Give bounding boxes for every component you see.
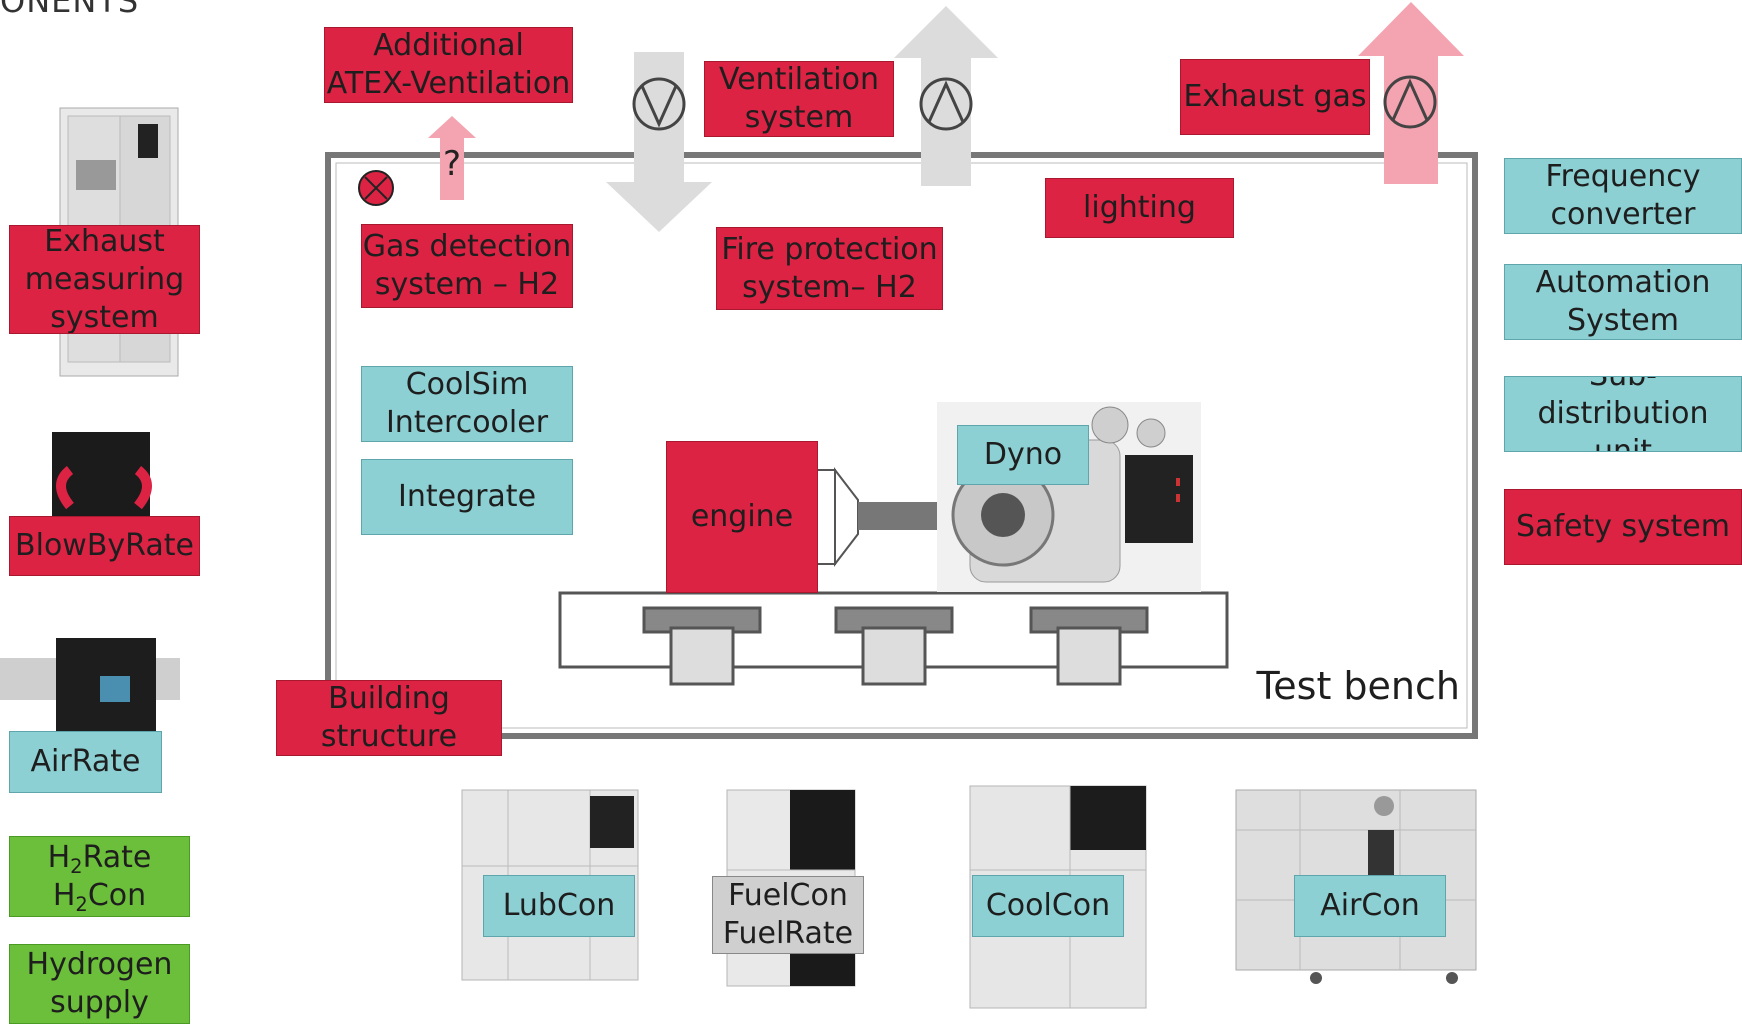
blowbyrate-device-image <box>52 432 152 520</box>
h2con-label: H2Con <box>52 877 147 916</box>
subdistribution-unit-box: Sub- distribution unit <box>1504 376 1742 452</box>
safety-system-box: Safety system <box>1504 489 1742 565</box>
fan-icon-ventilation-in <box>632 77 686 131</box>
aircon-cabinet-image <box>1235 789 1477 984</box>
coupling-shaft <box>816 467 944 567</box>
test-bench-room-outline <box>325 152 1478 739</box>
alarm-x-icon <box>358 170 394 206</box>
exhaust-measuring-box: Exhaust measuring system <box>9 225 200 334</box>
fuelcon-fuelrate-box: FuelCon FuelRate <box>712 876 864 954</box>
coolsim-intercooler-box: CoolSim Intercooler <box>361 366 573 442</box>
exhaust-gas-box: Exhaust gas <box>1180 59 1370 135</box>
atex-question-mark: ? <box>442 144 462 184</box>
ventilation-out-arrow-icon <box>894 6 998 186</box>
airrate-box: AirRate <box>9 731 162 793</box>
blowbyrate-box: BlowByRate <box>9 516 200 576</box>
ventilation-system-box: Ventilation system <box>704 61 894 137</box>
frequency-converter-box: Frequency converter <box>1504 158 1742 234</box>
airrate-device-image <box>0 638 180 732</box>
section-heading: ONENTS <box>0 0 140 20</box>
lighting-box: lighting <box>1045 178 1234 238</box>
bench-base <box>558 591 1229 686</box>
test-bench-title: Test bench <box>1256 664 1460 708</box>
ventilation-in-arrow-icon <box>606 52 712 232</box>
fan-icon-ventilation-out <box>919 77 973 131</box>
engine-block: engine <box>666 441 818 593</box>
fire-protection-box: Fire protection system– H2 <box>716 227 943 310</box>
lubcon-box: LubCon <box>483 875 635 937</box>
atex-ventilation-box: Additional ATEX-Ventilation <box>324 27 573 103</box>
fan-icon-exhaust <box>1383 75 1437 129</box>
building-structure-box: Building structure <box>276 680 502 756</box>
h2rate-h2con-box: H2Rate H2Con <box>9 836 190 917</box>
hydrogen-supply-box: Hydrogen supply <box>9 944 190 1024</box>
aircon-box: AirCon <box>1294 875 1446 937</box>
coolcon-box: CoolCon <box>972 875 1124 937</box>
dyno-box: Dyno <box>957 425 1089 485</box>
integrate-box: Integrate <box>361 459 573 535</box>
h2rate-label: H2Rate <box>47 839 152 878</box>
automation-system-box: Automation System <box>1504 264 1742 340</box>
atex-arrow-icon <box>428 116 476 200</box>
gas-detection-box: Gas detection system – H2 <box>361 224 573 308</box>
